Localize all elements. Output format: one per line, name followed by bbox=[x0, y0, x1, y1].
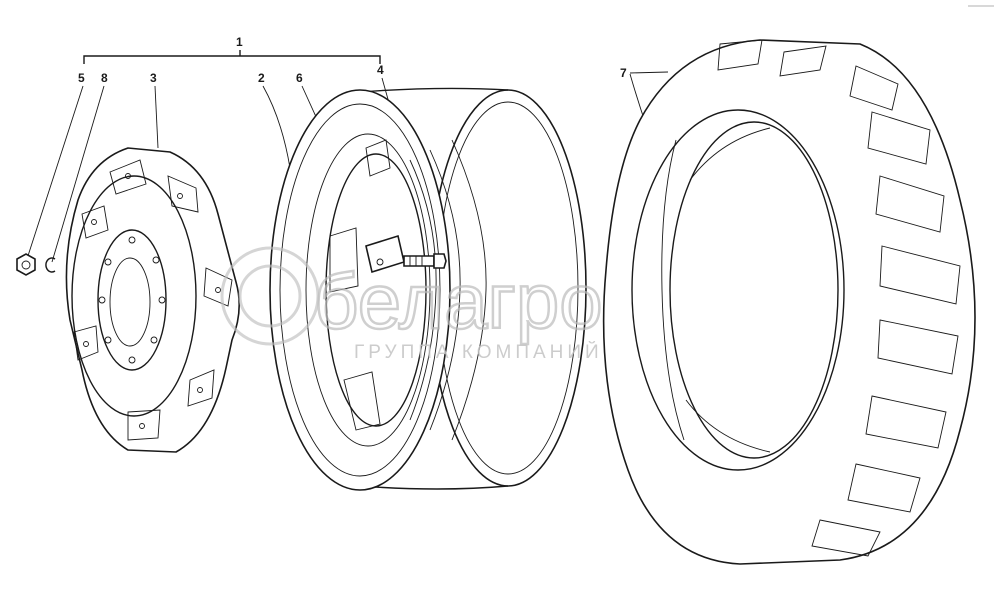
callout-7: 7 bbox=[620, 66, 627, 80]
callout-8-leader bbox=[51, 85, 105, 263]
callout-2-leader bbox=[262, 85, 291, 169]
nut-part-5 bbox=[16, 253, 36, 276]
callout-1: 1 bbox=[236, 35, 243, 49]
callout-2: 2 bbox=[258, 71, 265, 85]
callout-5-leader bbox=[25, 85, 84, 263]
watermark-subtitle: ГРУППА КОМПАНИЙ bbox=[354, 341, 603, 363]
callout-3-leader bbox=[154, 85, 159, 149]
rim-part-2 bbox=[269, 87, 587, 491]
callout-group-1: 1 bbox=[83, 35, 381, 64]
wheel-disc-part-3 bbox=[65, 147, 240, 453]
watermark-logo-icon bbox=[220, 246, 320, 346]
callout-1-bracket bbox=[83, 55, 381, 64]
watermark: белагро ГРУППА КОМПАНИЙ bbox=[220, 246, 604, 363]
tire-part-7 bbox=[602, 39, 976, 565]
watermark-brand: белагро bbox=[314, 257, 603, 345]
callout-6: 6 bbox=[296, 71, 303, 85]
callout-4: 4 bbox=[377, 63, 384, 77]
washer-part-8 bbox=[45, 257, 56, 273]
bolt-part-4 bbox=[403, 253, 447, 269]
callout-5: 5 bbox=[78, 71, 85, 85]
callout-8: 8 bbox=[101, 71, 108, 85]
callout-3: 3 bbox=[150, 71, 157, 85]
callout-7-leader-a bbox=[629, 71, 669, 74]
